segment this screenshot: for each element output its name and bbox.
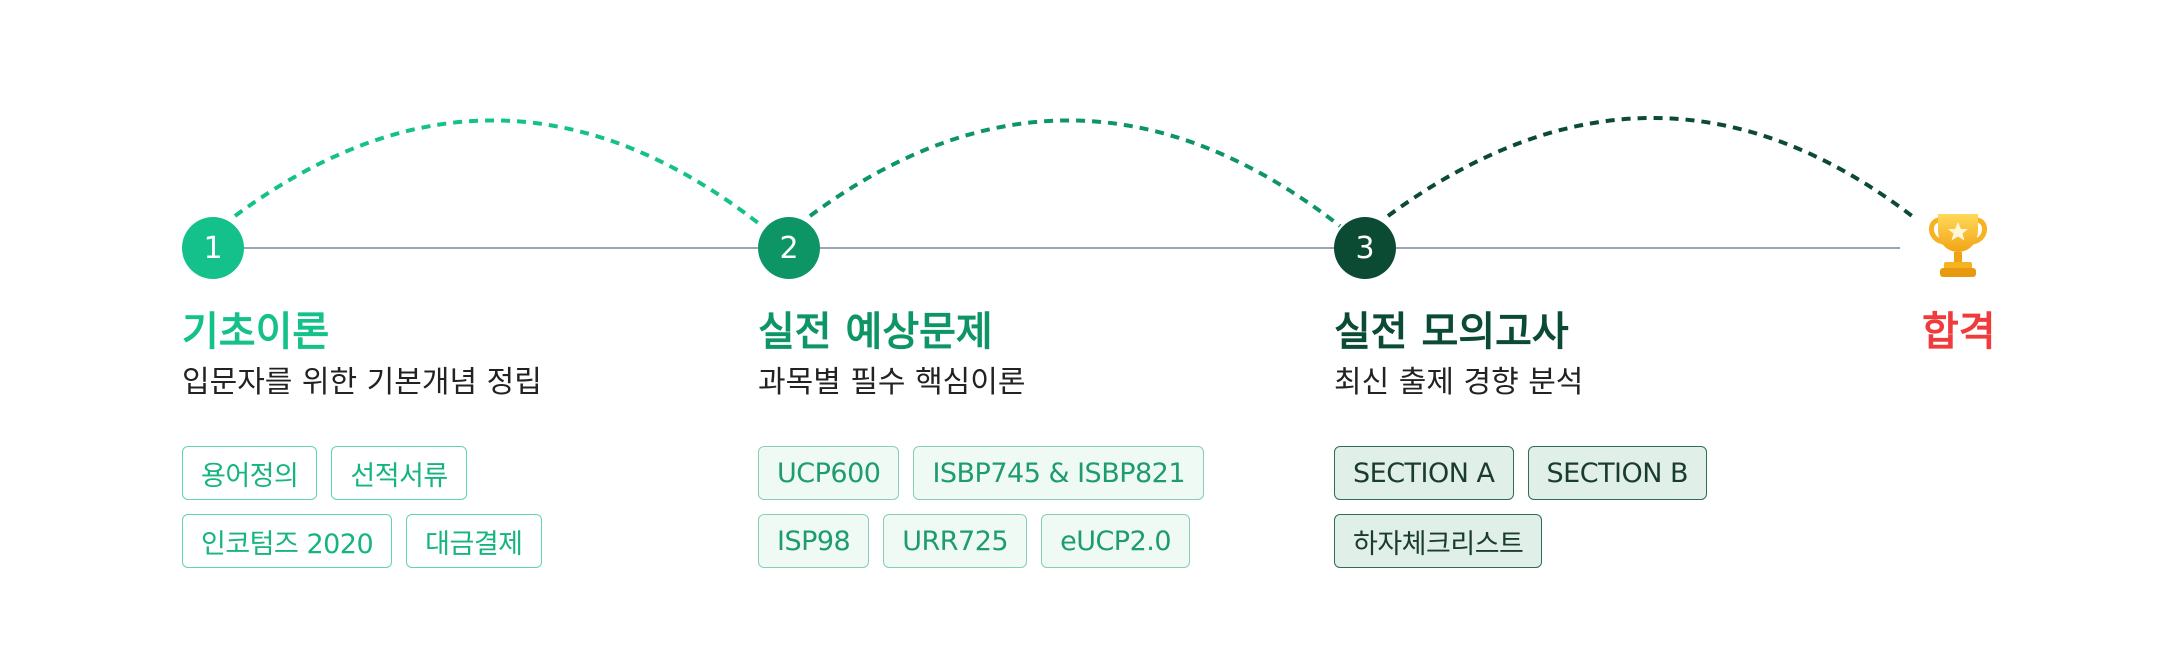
- step-number-badge-1: 1: [182, 217, 244, 279]
- final-goal-title: 합격: [1922, 309, 1996, 355]
- step-tags-2: UCP600 ISBP745 & ISBP821 ISP98 URR725 eU…: [758, 446, 1208, 568]
- step-number-badge-3: 3: [1334, 217, 1396, 279]
- arc-step2-to-step3: [808, 118, 1342, 228]
- tag: UCP600: [758, 446, 900, 500]
- step-tags-3: SECTION A SECTION B 하자체크리스트: [1334, 446, 1754, 568]
- trophy-icon: [1929, 214, 1987, 277]
- tag: 용어정의: [182, 446, 318, 500]
- step-subtitle-3: 최신 출제 경향 분석: [1334, 365, 1584, 400]
- step-number-badge-2: 2: [758, 217, 820, 279]
- tag: SECTION B: [1527, 446, 1708, 500]
- tag: SECTION A: [1334, 446, 1514, 500]
- tag: 하자체크리스트: [1334, 514, 1543, 568]
- arc-step3-to-final: [1386, 116, 1914, 218]
- step-title-3: 실전 모의고사: [1334, 309, 1569, 355]
- tag: 대금결제: [406, 514, 542, 568]
- arc-step1-to-step2: [233, 118, 764, 228]
- tag: 인코텀즈 2020: [182, 514, 393, 568]
- tag: URR725: [883, 514, 1028, 568]
- tag: ISBP745 & ISBP821: [913, 446, 1205, 500]
- step-title-1: 기초이론: [182, 309, 330, 355]
- step-tags-1: 용어정의 선적서류 인코텀즈 2020 대금결제: [182, 446, 562, 568]
- tag: 선적서류: [331, 446, 467, 500]
- tag: eUCP2.0: [1041, 514, 1191, 568]
- tag: ISP98: [758, 514, 870, 568]
- step-subtitle-1: 입문자를 위한 기본개념 정립: [182, 365, 542, 400]
- step-subtitle-2: 과목별 필수 핵심이론: [758, 365, 1026, 400]
- step-title-2: 실전 예상문제: [758, 309, 993, 355]
